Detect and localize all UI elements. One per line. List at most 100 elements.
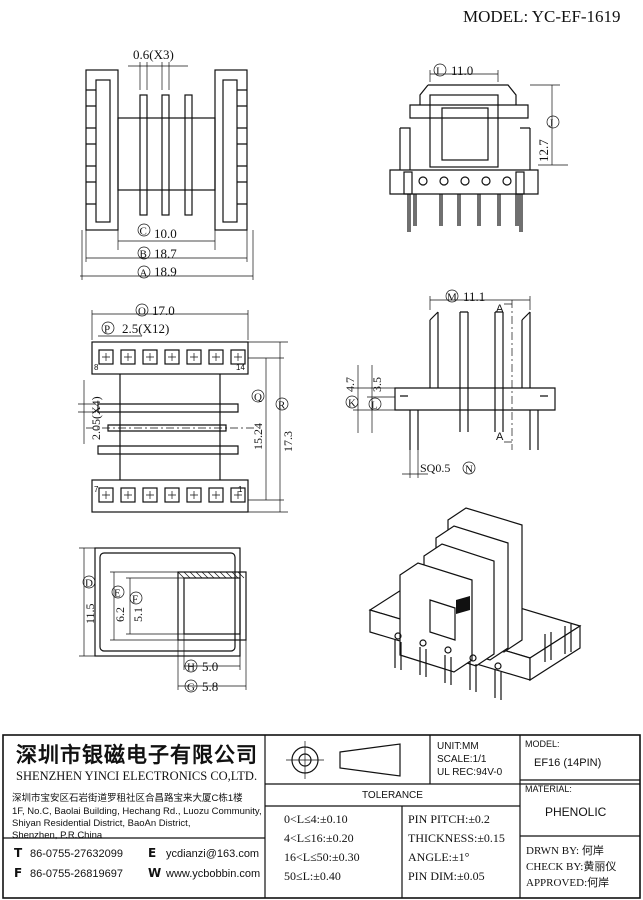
pin-pad <box>98 487 114 503</box>
company-name-en: SHENZHEN YINCI ELECTRONICS CO,LTD. <box>16 769 257 783</box>
dim-l-value: 3.5 <box>370 377 384 392</box>
dim-n-label: N <box>465 464 473 476</box>
tolerance-label: TOLERANCE <box>362 790 423 801</box>
section-a-bottom: A <box>496 431 504 443</box>
tolerance-1: 0<L≤4:±0.10 <box>284 812 348 826</box>
pitch-dimension: 0.6(X3) <box>133 47 174 62</box>
height-dimension: 12.7 <box>536 139 551 162</box>
pin-dim-tolerance: PIN DIM:±0.05 <box>408 869 485 883</box>
pin-pad <box>230 349 246 365</box>
dim-f-value: 5.1 <box>131 607 145 622</box>
model-value: EF16 (14PIN) <box>534 757 601 769</box>
tolerance-4: 50≤L:±0.40 <box>284 869 341 883</box>
tel-value: 86-0755-27632099 <box>30 848 123 860</box>
dim-h-label: H <box>187 662 195 674</box>
dim-r-label: R <box>278 400 286 412</box>
dim-p-value: 2.5(X12) <box>122 321 169 336</box>
mid-right-section-view: A A M 11.1 4.7 K 3.5 L SQ0.5 N <box>343 289 556 478</box>
pin-pad <box>164 487 180 503</box>
dim-o-label: O <box>138 306 146 318</box>
dim-b-label: B <box>140 249 147 261</box>
fax-value: 86-0755-26819697 <box>30 868 123 880</box>
model-header: MODEL: YC-EF-1619 <box>463 7 621 26</box>
isometric-3d-view <box>368 507 582 700</box>
thickness-tolerance: THICKNESS:±0.15 <box>408 831 505 845</box>
section-a-top: A <box>496 303 504 315</box>
top-left-front-view: 0.6(X3) C 10.0 B 18.7 A 18.9 <box>80 47 254 280</box>
dim-g-label: G <box>187 682 195 694</box>
dim-m-value: 11.1 <box>463 289 485 304</box>
pin-pad <box>164 349 180 365</box>
dim-a-label: A <box>140 268 148 280</box>
dim-c-label: C <box>140 226 147 238</box>
dim-e-label: E <box>114 588 121 600</box>
approved-by: APPROVED:何岸 <box>526 876 609 889</box>
material-value: PHENOLIC <box>545 805 607 819</box>
material-label: MATERIAL: <box>525 784 572 794</box>
dim-l-label: L <box>371 400 378 412</box>
dim-k-label: K <box>348 398 356 410</box>
tolerance-2: 4<L≤16:±0.20 <box>284 831 354 845</box>
dim-i-label: I <box>436 66 440 78</box>
pin-8-label: 8 <box>94 363 99 372</box>
dim-g-value: 5.8 <box>202 679 218 694</box>
pin-pad <box>142 349 158 365</box>
dim-k-value: 4.7 <box>343 377 357 392</box>
pin-14-label: 14 <box>236 363 245 372</box>
scale-text: SCALE:1/1 <box>437 754 487 765</box>
dim-c-value: 10.0 <box>154 226 177 241</box>
side-dimension: 2.05(X4) <box>89 396 103 440</box>
pin-pad <box>98 349 114 365</box>
dim-m-label: M <box>447 292 457 304</box>
model-label: MODEL: <box>525 739 560 749</box>
dim-f-label: F <box>132 594 138 606</box>
company-name-cn: 深圳市银磁电子有限公司 <box>16 743 258 767</box>
dim-b-value: 18.7 <box>154 246 177 261</box>
dim-r-value: 17.3 <box>281 431 295 452</box>
title-block: 深圳市银磁电子有限公司 SHENZHEN YINCI ELECTRONICS C… <box>2 734 641 899</box>
pin-1-label: 1 <box>238 485 243 494</box>
dim-a-value: 18.9 <box>154 264 177 279</box>
dim-o-value: 17.0 <box>152 303 175 318</box>
drawn-by: DRWN BY: 何岸 <box>526 844 604 857</box>
dim-q-label: Q <box>254 392 262 404</box>
pin-pad <box>208 349 224 365</box>
address-en-line1: 1F, No.C, Baolai Building, Hechang Rd., … <box>12 806 262 817</box>
web-value: www.ycbobbin.com <box>165 868 260 880</box>
dim-h-value: 5.0 <box>202 659 218 674</box>
web-label: W <box>148 866 161 880</box>
pin-square-dimension: SQ0.5 <box>420 461 450 475</box>
pin-pad <box>142 487 158 503</box>
ul-rec-text: UL REC:94V-0 <box>437 767 503 778</box>
email-label: E <box>148 846 156 860</box>
pin-pad <box>230 487 246 503</box>
dim-e-value: 6.2 <box>113 607 127 622</box>
mid-left-bottom-view: 8 14 7 1 O 17.0 P 2.5(X12) 2.05(X4) 15.2… <box>78 303 295 513</box>
pin-pitch-tolerance: PIN PITCH:±0.2 <box>408 812 490 826</box>
dim-i-value: 11.0 <box>451 63 473 78</box>
unit-text: UNIT:MM <box>437 741 479 752</box>
dim-q-value: 15.24 <box>251 423 265 450</box>
pin-7-label: 7 <box>94 485 99 494</box>
address-en-line3: Shenzhen, P.R.China <box>12 830 103 841</box>
pin-pad <box>120 349 136 365</box>
pin-pad <box>208 487 224 503</box>
tolerance-3: 16<L≤50:±0.30 <box>284 850 360 864</box>
dim-j-label: J <box>549 118 554 130</box>
angle-tolerance: ANGLE:±1° <box>408 850 470 864</box>
projection-symbol <box>286 741 401 779</box>
top-right-side-view: I 11.0 12.7 J <box>389 63 568 232</box>
pin-pad <box>120 487 136 503</box>
pin-pad <box>186 487 202 503</box>
dim-d-label: D <box>85 578 93 590</box>
address-en-line2: Shiyan Residential District, BaoAn Distr… <box>12 818 190 829</box>
dim-d-value: 11.5 <box>83 603 97 624</box>
address-cn: 深圳市宝安区石岩街道罗租社区合昌路宝来大厦C栋1楼 <box>12 792 243 804</box>
fax-label: F <box>14 866 22 880</box>
email-value: ycdianzi@163.com <box>166 848 259 860</box>
tel-label: T <box>14 846 23 860</box>
pin-pad <box>186 349 202 365</box>
checked-by: CHECK BY:黄丽仪 <box>526 859 616 873</box>
dim-p-label: P <box>104 324 110 336</box>
